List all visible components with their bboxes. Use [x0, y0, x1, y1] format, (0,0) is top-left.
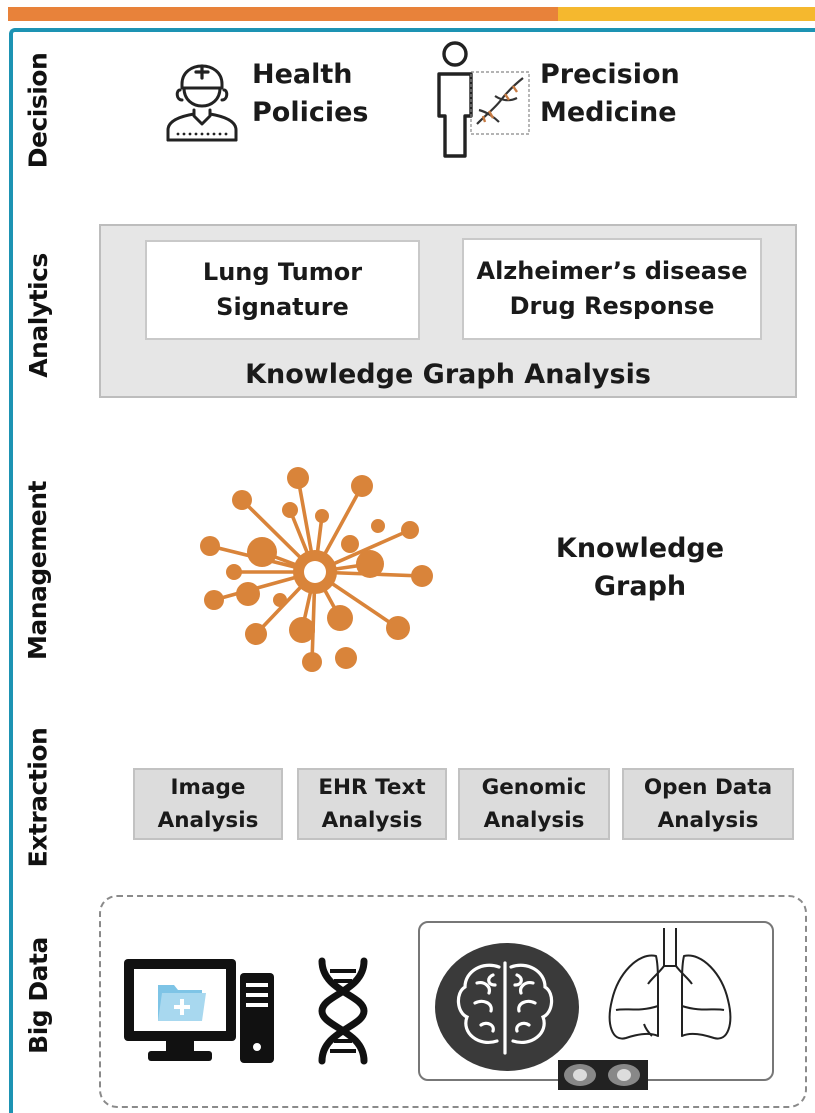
alzheimers-drug-response-line2: Drug Response	[509, 292, 715, 320]
doctor-icon	[162, 50, 242, 142]
knowledge-graph-line2: Graph	[593, 571, 687, 602]
person-dna-icon	[425, 38, 540, 163]
layer-label-extraction: Extraction	[16, 722, 60, 872]
genomic-analysis-line1: Genomic	[481, 775, 587, 800]
ehr-text-analysis-box: EHR Text Analysis	[297, 768, 447, 840]
dna-helix-icon	[312, 957, 374, 1065]
brain-icon	[433, 941, 581, 1073]
health-policies-line2: Policies	[252, 97, 369, 128]
precision-medicine-line1: Precision	[540, 59, 680, 90]
open-data-analysis-line1: Open Data	[643, 775, 773, 800]
knowledge-graph-label: Knowledge Graph	[520, 530, 760, 606]
top-accent-bar	[8, 7, 815, 21]
lung-tumor-signature-line1: Lung Tumor	[202, 258, 363, 286]
layer-label-analytics: Analytics	[16, 245, 60, 385]
ehr-text-analysis-line2: Analysis	[321, 808, 423, 833]
layer-label-decision: Decision	[16, 45, 60, 175]
genomic-analysis-line2: Analysis	[483, 808, 585, 833]
diagram-frame	[9, 28, 815, 1113]
layer-label-big-data: Big Data	[16, 930, 60, 1060]
alzheimers-drug-response-line1: Alzheimer’s disease	[476, 257, 748, 285]
lungs-icon	[600, 926, 740, 1050]
accent-bar-yellow	[558, 7, 815, 21]
layer-label-big-data-text: Big Data	[23, 936, 53, 1054]
ehr-text-analysis-line1: EHR Text	[318, 775, 426, 800]
lung-tumor-signature-line2: Signature	[216, 293, 349, 321]
genomic-analysis-box: Genomic Analysis	[458, 768, 610, 840]
big-data-panel	[99, 895, 807, 1108]
open-data-analysis-box: Open Data Analysis	[622, 768, 794, 840]
precision-medicine-label: Precision Medicine	[540, 56, 680, 132]
health-policies-line1: Health	[252, 59, 353, 90]
layer-label-management: Management	[16, 470, 60, 670]
image-analysis-line1: Image	[170, 775, 246, 800]
layer-label-extraction-text: Extraction	[23, 727, 53, 867]
layer-label-analytics-text: Analytics	[23, 252, 53, 378]
lung-tumor-signature-box: Lung Tumor Signature	[145, 240, 420, 340]
layer-label-decision-text: Decision	[23, 52, 53, 168]
alzheimers-drug-response-box: Alzheimer’s disease Drug Response	[462, 238, 762, 340]
computer-health-record-icon	[122, 955, 277, 1067]
knowledge-graph-line1: Knowledge	[555, 533, 725, 564]
scan-strip-icon	[558, 1060, 648, 1090]
image-analysis-box: Image Analysis	[133, 768, 283, 840]
open-data-analysis-line2: Analysis	[657, 808, 759, 833]
health-policies-label: Health Policies	[252, 56, 369, 132]
accent-bar-orange	[8, 7, 558, 21]
layer-label-management-text: Management	[23, 480, 53, 660]
precision-medicine-line2: Medicine	[540, 97, 677, 128]
knowledge-graph-icon	[190, 460, 450, 680]
knowledge-graph-analysis-title: Knowledge Graph Analysis	[245, 359, 651, 390]
image-analysis-line2: Analysis	[157, 808, 259, 833]
